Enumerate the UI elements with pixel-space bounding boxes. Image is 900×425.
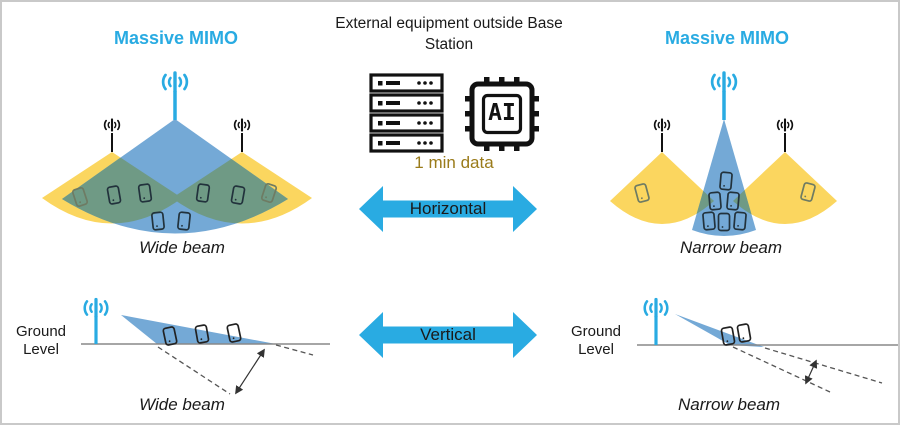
server-rack-icon bbox=[369, 73, 444, 153]
cell-tower-icon bbox=[83, 297, 109, 319]
vertical-arrow-label: Vertical bbox=[420, 325, 476, 344]
massive-mimo-title-right: Massive MIMO bbox=[664, 28, 790, 48]
cell-tower-icon bbox=[161, 71, 189, 93]
cell-tower-icon bbox=[653, 118, 671, 132]
one-min-data-label: 1 min data bbox=[414, 153, 494, 172]
double-arrow-vertical bbox=[359, 312, 537, 358]
cell-tower-icon bbox=[103, 118, 121, 132]
narrow-beam-diagram bbox=[610, 71, 837, 236]
horizontal-arrow-label: Horizontal bbox=[409, 199, 487, 218]
cell-tower-icon bbox=[710, 71, 738, 93]
massive-mimo-title-left: Massive MIMO bbox=[113, 28, 239, 48]
narrow-beam-shape bbox=[675, 314, 764, 347]
beam-edge-dashed-line bbox=[764, 347, 883, 384]
cell-tower-icon bbox=[233, 118, 251, 132]
wide-beam-caption-top: Wide beam bbox=[139, 238, 225, 257]
narrow-beam-caption-top: Narrow beam bbox=[679, 238, 783, 257]
heading-line-1: External equipment outside Base bbox=[335, 15, 563, 32]
beam-edge-dashed-line bbox=[157, 346, 231, 395]
cell-tower-icon bbox=[776, 118, 794, 132]
wide-beam-diagram bbox=[42, 71, 312, 234]
double-arrow-horizontal bbox=[359, 186, 537, 232]
narrow-beam-caption-bottom: Narrow beam bbox=[677, 395, 781, 414]
external-equipment-heading: External equipment outside Base Station bbox=[289, 13, 609, 55]
beam-width-arrow bbox=[235, 348, 265, 395]
heading-line-2: Station bbox=[424, 36, 474, 53]
ai-chip-icon bbox=[465, 77, 539, 151]
ai-chip-label: AI bbox=[488, 100, 516, 126]
beam-edge-dashed-line bbox=[732, 346, 831, 393]
wide-beam-shape bbox=[121, 315, 276, 344]
wide-beam-caption-bottom: Wide beam bbox=[139, 395, 225, 414]
smartphone-icon bbox=[736, 322, 752, 344]
coverage-fan-left bbox=[610, 152, 714, 224]
cell-tower-icon bbox=[643, 297, 669, 319]
beam-edge-dashed-line bbox=[275, 344, 314, 356]
wide-beam-side-view bbox=[81, 297, 330, 395]
ground-level-label-right: Ground Level bbox=[570, 323, 622, 358]
beam-width-arrow bbox=[804, 359, 818, 385]
narrow-beam-side-view bbox=[637, 297, 898, 393]
ground-level-label-left: Ground Level bbox=[15, 323, 67, 358]
coverage-fan-right bbox=[733, 152, 837, 224]
